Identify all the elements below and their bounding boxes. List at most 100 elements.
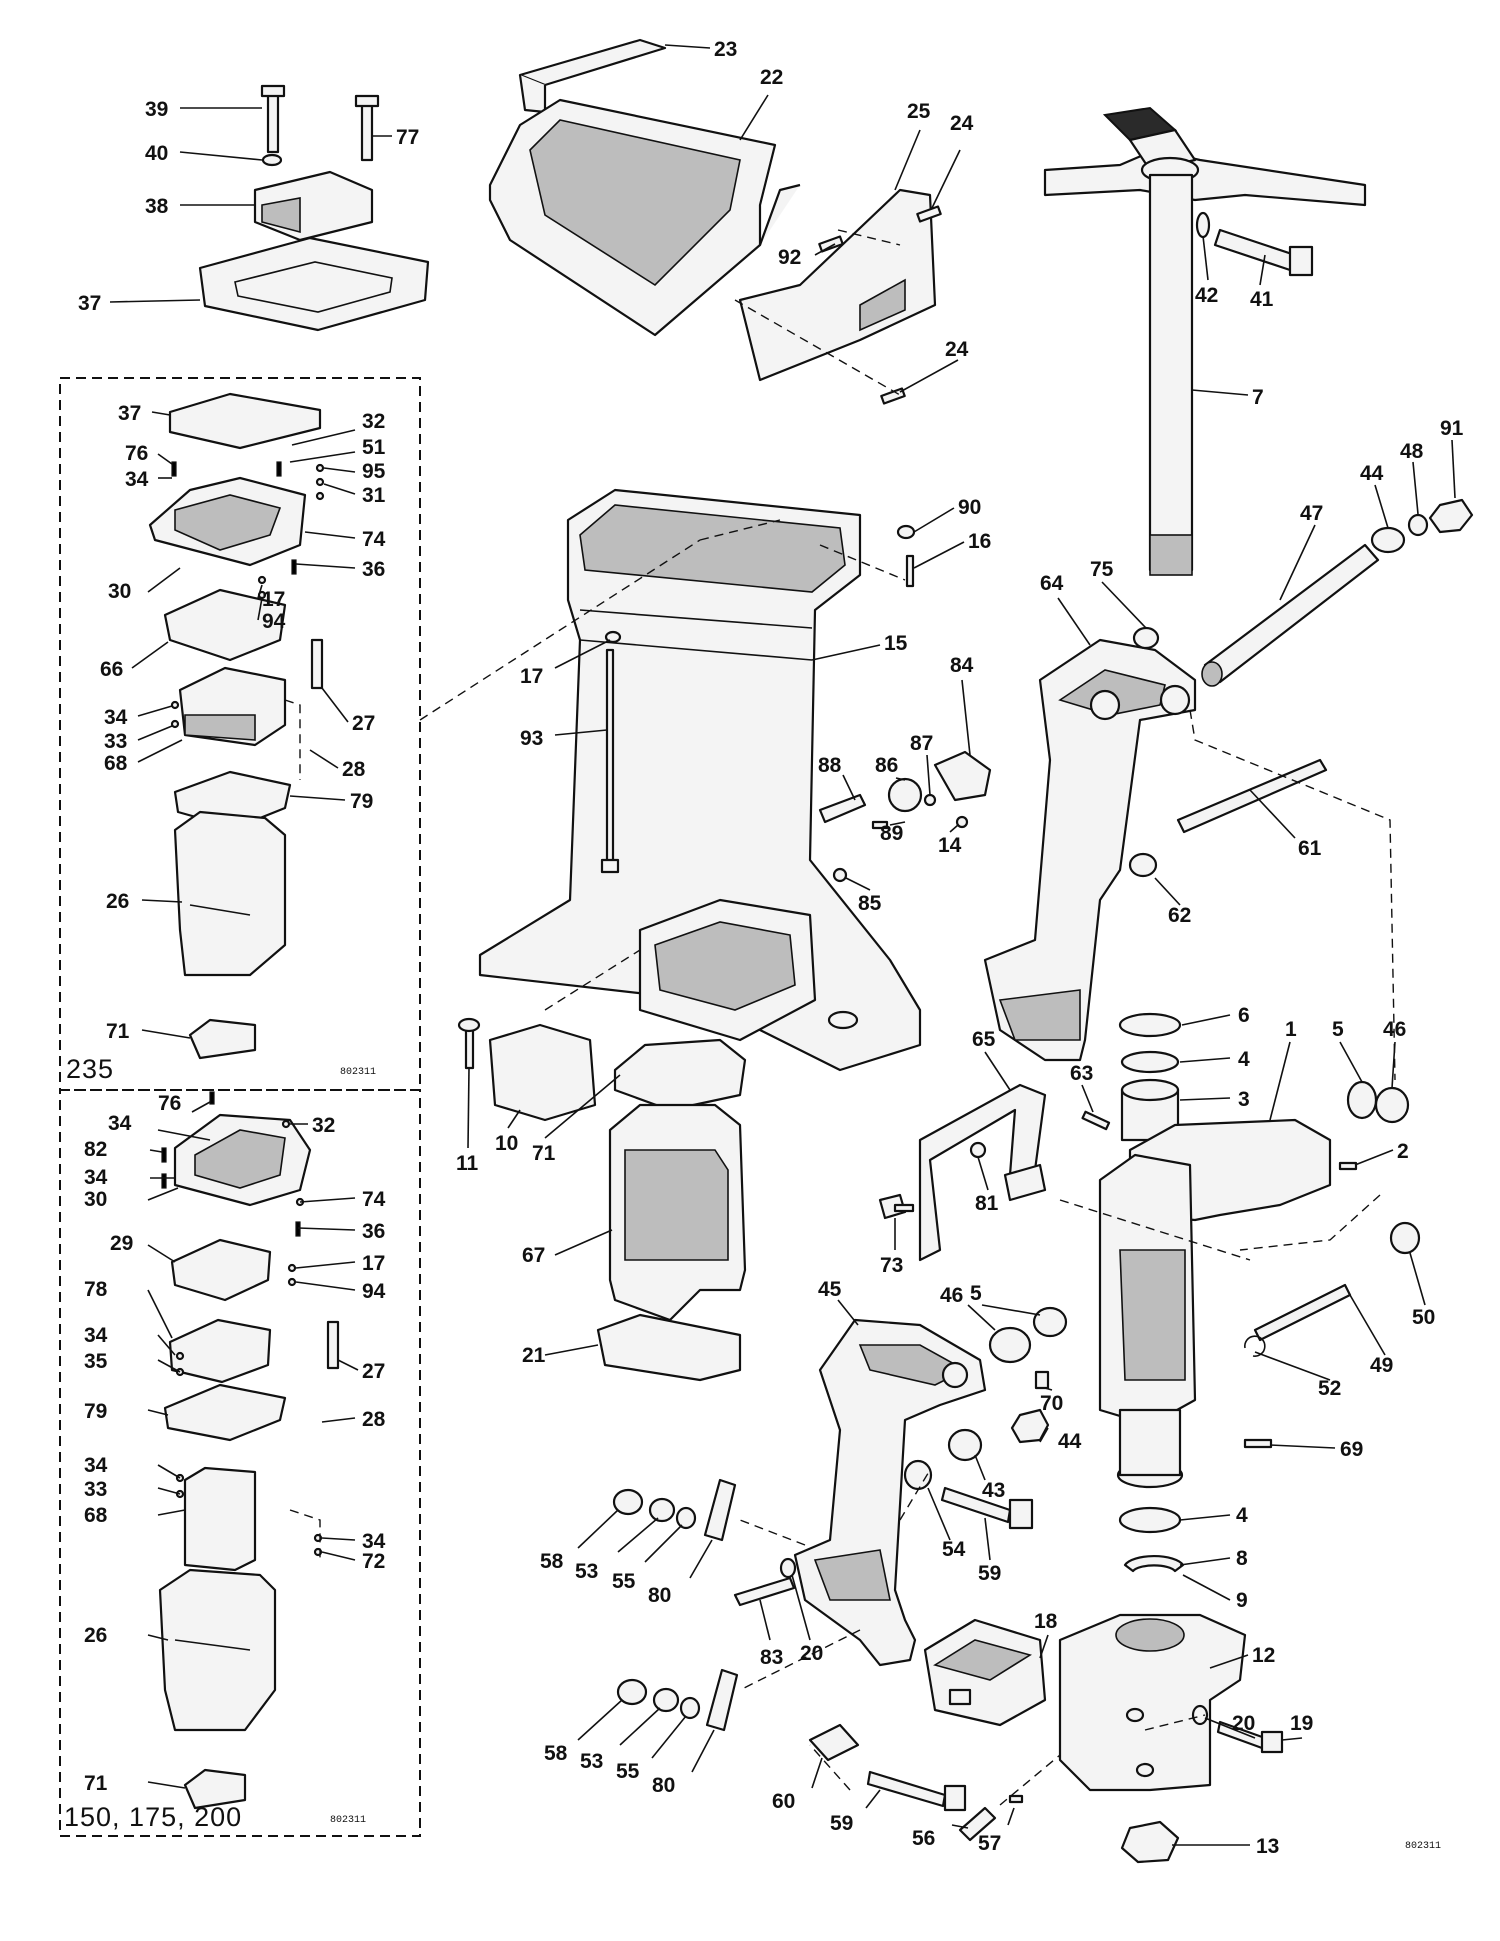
leader-lines [109,44,1456,1846]
callout: 7 [1252,386,1264,409]
callout: 32 [362,410,385,433]
callout: 58 [544,1742,568,1765]
callout: 14 [938,834,962,857]
callout: 52 [1318,1377,1341,1400]
callout: 94 [362,1280,386,1303]
callout: 43 [982,1479,1005,1502]
callout: 79 [350,790,373,813]
callout: 21 [522,1344,546,1367]
callout: 72 [362,1550,385,1573]
callout: 34 [362,1530,386,1553]
callout: 90 [958,496,981,519]
callout: 24 [950,112,974,135]
callout: 36 [362,558,385,581]
callout: 62 [1168,904,1191,927]
callout: 47 [1300,502,1323,525]
callout: 3 [1238,1088,1250,1111]
callout: 71 [532,1142,556,1165]
callout: 6 [1238,1004,1250,1027]
callout: 68 [104,752,128,775]
callout: 74 [362,1188,386,1211]
callout: 80 [652,1774,675,1797]
callout: 37 [78,292,101,315]
drawing-code-upper: 802311 [340,1067,376,1078]
callout: 80 [648,1584,671,1607]
steering-arm-assembly [1043,106,1367,576]
mount-block [923,1618,1047,1727]
callout: 57 [978,1832,1001,1855]
callout: 59 [978,1562,1001,1585]
callout: 5 [1332,1018,1344,1041]
lower-hardware-upper-row [612,1478,797,1607]
callout: 81 [975,1192,999,1215]
callout: 76 [158,1092,181,1115]
callout: 35 [84,1350,108,1373]
callout: 1 [1285,1018,1297,1041]
callout: 23 [714,38,737,61]
callout: 34 [84,1454,108,1477]
callout: 66 [100,658,123,681]
callout: 53 [580,1750,603,1773]
cover-assembly [457,1017,597,1122]
variant-box-150-175-200 [59,1089,421,1837]
callout: 34 [84,1166,108,1189]
callout: 17 [262,588,285,611]
callout: 63 [1070,1062,1093,1085]
callout: 34 [125,468,149,491]
callout: 4 [1238,1048,1250,1071]
callout: 83 [760,1646,783,1669]
callout: 37 [118,402,141,425]
callout: 46 [940,1284,963,1307]
callout: 32 [312,1114,335,1137]
callout: 68 [84,1504,108,1527]
callout: 33 [104,730,127,753]
callout: 34 [84,1324,108,1347]
callout: 17 [362,1252,385,1275]
callout: 94 [262,610,286,633]
callout: 24 [945,338,969,361]
callout: 2 [1397,1140,1409,1163]
callout: 82 [84,1138,107,1161]
callout: 5 [970,1282,982,1305]
callout: 28 [342,758,366,781]
callout: 20 [800,1642,823,1665]
callout: 84 [950,654,974,677]
callout: 31 [362,484,386,507]
exhaust-housing [478,488,922,1072]
callout: 49 [1370,1354,1393,1377]
callout: 88 [818,754,842,777]
lower-hardware-lower-row [616,1668,1024,1842]
callout: 77 [396,126,419,149]
callout: 8 [1236,1547,1248,1570]
callout: 67 [522,1244,545,1267]
assembly-connectors [284,229,1396,1806]
callout: 95 [362,460,386,483]
mount-plate-assembly [198,84,430,332]
callout: 64 [1040,572,1064,595]
callout: 30 [84,1188,107,1211]
callout: 69 [1340,1438,1363,1461]
callout: 10 [495,1132,518,1155]
stern-bracket-assembly [1098,1012,1421,1489]
callout: 18 [1034,1610,1058,1633]
callout: 39 [145,98,168,121]
callout: 11 [456,1152,479,1175]
callout: 34 [104,706,128,729]
swivel-housing [1058,1506,1284,1864]
callout-numbers: 39 77 40 38 37 23 22 25 24 92 24 42 41 7… [78,38,1464,1858]
callout: 16 [968,530,991,553]
callout: 92 [778,246,801,269]
callout: 54 [942,1538,966,1561]
section-label-150-175-200: 150, 175, 200 [64,1802,242,1832]
callout: 33 [84,1478,107,1501]
exhaust-liner [596,1038,747,1382]
callout: 17 [520,665,543,688]
callout: 12 [1252,1644,1275,1667]
callout: 46 [1383,1018,1406,1041]
callout: 50 [1412,1306,1435,1329]
callout: 44 [1058,1430,1082,1453]
swivel-bracket-lower [793,1306,1068,1667]
callout: 22 [760,66,783,89]
callout: 13 [1256,1835,1279,1858]
